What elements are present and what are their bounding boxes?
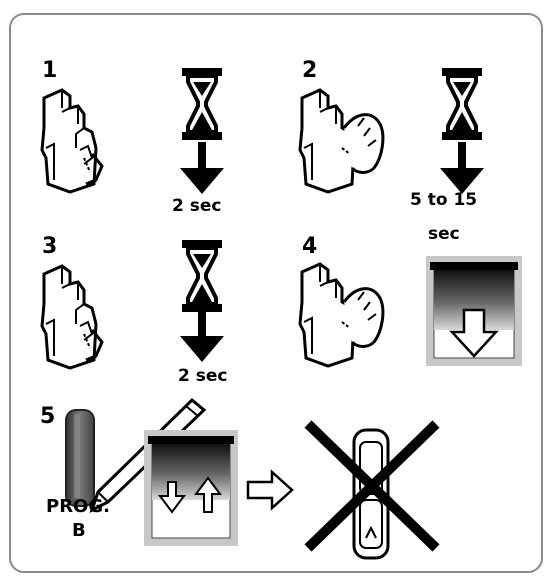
- down-arrow-icon-2: [440, 142, 484, 194]
- step-5-number: 5: [40, 404, 56, 429]
- breaker-with-hand-icon-2: [298, 88, 385, 194]
- hourglass-icon-3: [182, 240, 222, 312]
- step-2-number: 2: [302, 58, 318, 83]
- step-4-number: 4: [302, 234, 318, 259]
- step-1-duration: 2 sec: [172, 196, 222, 216]
- step-1-number: 1: [42, 58, 58, 83]
- shutter-down-icon: [426, 256, 522, 366]
- hourglass-icon-1: [182, 68, 222, 140]
- down-arrow-icon-1: [180, 142, 224, 194]
- right-arrow-icon: [246, 469, 294, 511]
- shutter-updown-icon: [144, 430, 238, 546]
- step-2-duration-unit: sec: [428, 224, 460, 244]
- breaker-with-hand-icon-4: [298, 262, 385, 368]
- step-3-number: 3: [42, 234, 58, 259]
- prog-label: PROG.: [46, 496, 110, 517]
- crossed-out-remote-icon: [304, 420, 440, 560]
- remote-prog-icon: [65, 409, 95, 507]
- down-arrow-icon-3: [180, 312, 224, 362]
- step-2-duration-range: 5 to 15: [410, 190, 478, 210]
- outer-frame: [9, 13, 543, 573]
- breaker-icon-3: [40, 264, 104, 370]
- breaker-icon-1: [40, 88, 104, 194]
- prog-label-letter: B: [72, 520, 86, 541]
- step-3-duration: 2 sec: [178, 366, 228, 386]
- hourglass-icon-2: [442, 68, 482, 140]
